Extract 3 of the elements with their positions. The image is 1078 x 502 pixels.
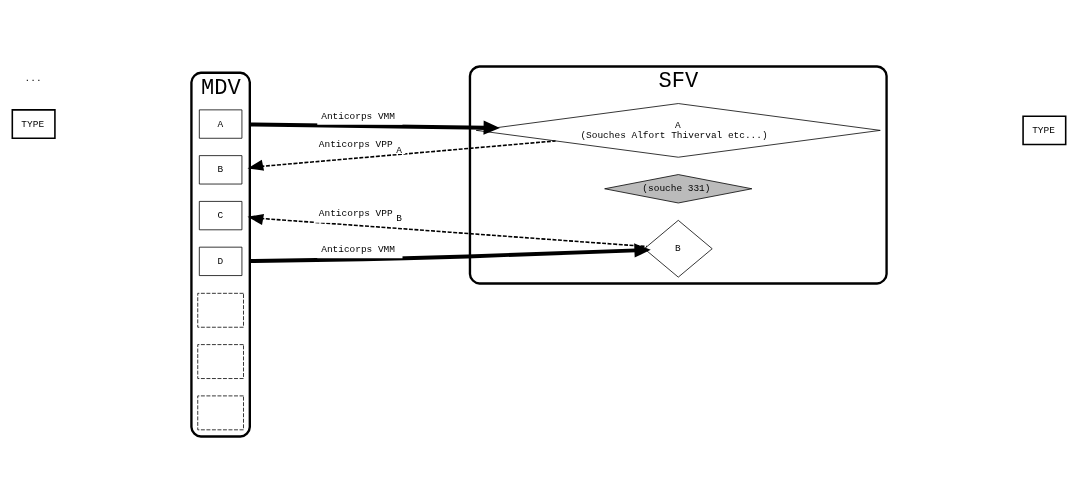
edge-label: Anticorps VMM [321,243,395,255]
edge-label: Anticorps VMM [321,110,395,122]
label: ... [24,72,42,84]
